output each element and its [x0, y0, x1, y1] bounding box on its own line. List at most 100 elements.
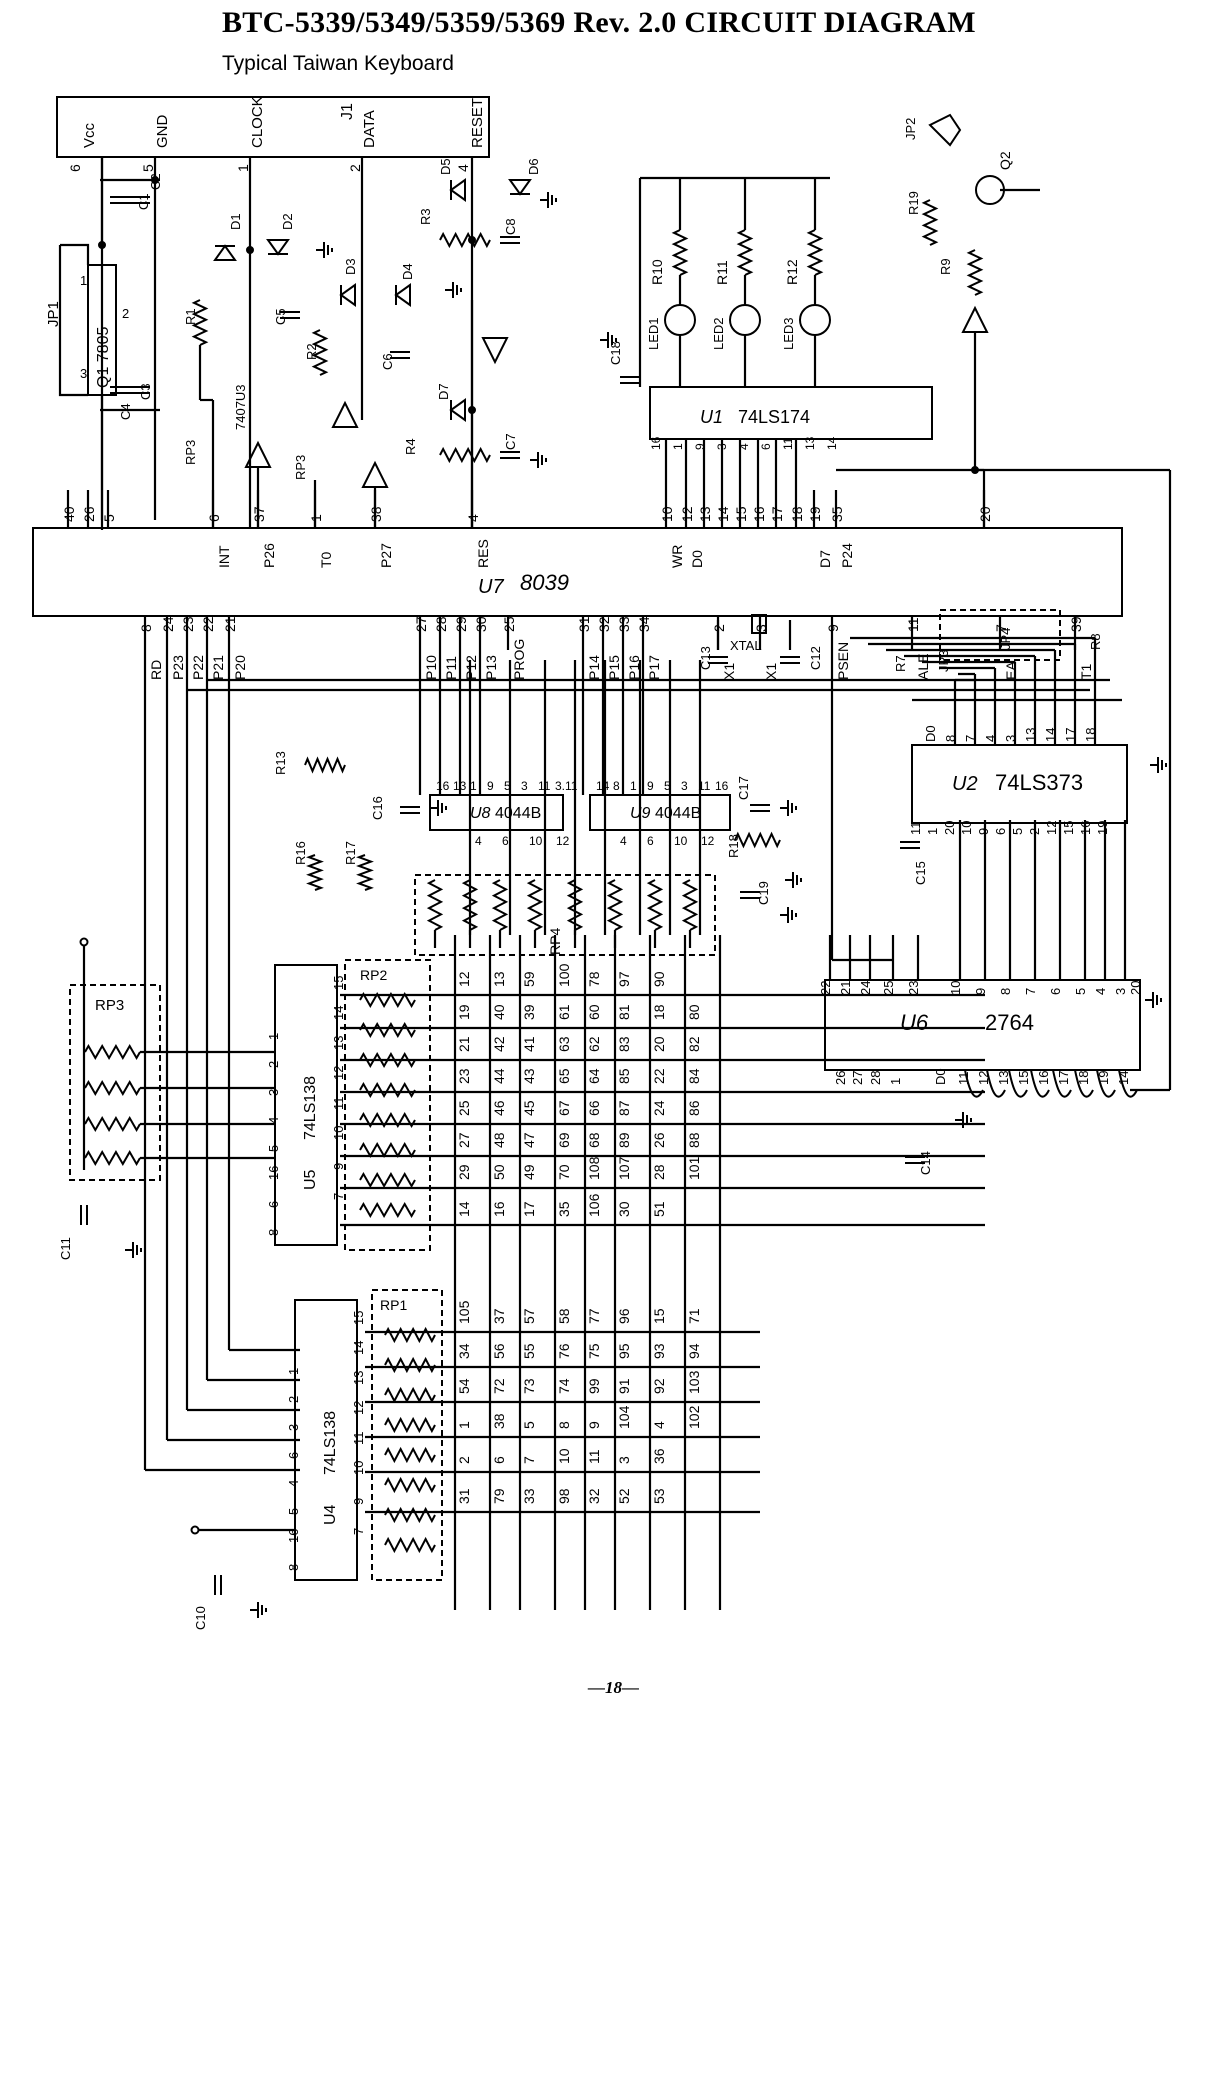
ic-u4-pin: 16	[286, 1529, 301, 1543]
data-bus-curve	[1074, 1069, 1094, 1098]
key-matrix-cell: 32	[586, 1488, 602, 1504]
ic-u1-pin: 1	[671, 443, 685, 450]
key-matrix-cell: 35	[556, 1201, 572, 1217]
ic-u6-ref: U6	[900, 1010, 929, 1035]
key-matrix-cell: 78	[586, 971, 602, 987]
junction-dot	[468, 406, 476, 414]
resistor-rp2	[359, 1051, 416, 1069]
jumper-label: JP4	[998, 628, 1013, 650]
diode-label: D3	[343, 258, 358, 275]
capacitor-label: C11	[58, 1237, 73, 1260]
ic-u5-pin: 15	[331, 976, 346, 990]
key-matrix-cell: 26	[651, 1132, 667, 1148]
mcu-bottom-pin-number: 31	[576, 616, 592, 632]
ic-u2-pin: 18	[1083, 728, 1098, 742]
mcu-bottom-pin-number: 22	[200, 616, 216, 632]
connector-pin-name: RESET	[469, 98, 486, 148]
ic-u4-ref: U4	[322, 1504, 339, 1525]
resistor-r13	[304, 756, 346, 774]
ic-u9-pin: 14	[596, 779, 610, 793]
key-matrix-cell: 55	[521, 1343, 537, 1359]
ic-u8-ref: U8	[470, 805, 491, 822]
data-bus-curve	[1030, 1069, 1050, 1098]
ic-u2-pin: 4	[983, 735, 998, 742]
key-matrix-cell: 23	[456, 1068, 472, 1084]
ic-u9-pin: 4	[620, 834, 627, 848]
key-matrix-cell: 92	[651, 1378, 667, 1394]
ic-u2-pin: D0	[923, 725, 938, 742]
diode-label: D7	[436, 383, 451, 400]
ic-u1-pin: 16	[649, 436, 663, 450]
key-matrix-cell: 28	[651, 1164, 667, 1180]
resistor-rp4	[461, 879, 479, 931]
key-matrix-cell: 16	[491, 1201, 507, 1217]
ic-u6-pin: 15	[1016, 1071, 1031, 1085]
ic-u5-pin: 10	[331, 1126, 346, 1140]
mcu-bottom-pin-name: PROG	[511, 639, 527, 680]
resistor-label: R11	[714, 260, 730, 285]
buffer-ic-label: 7407U3	[233, 384, 248, 430]
ic-u8-pin: 16	[436, 779, 450, 793]
junction-dot	[151, 176, 159, 184]
resistor-rp1	[384, 1356, 436, 1374]
key-matrix-cell: 21	[456, 1036, 472, 1052]
key-matrix-cell: 27	[456, 1132, 472, 1148]
ic-u5-pin: 8	[266, 1229, 281, 1236]
key-matrix-cell: 6	[491, 1456, 507, 1464]
resistor-rp3	[84, 1115, 141, 1133]
mcu-top-pin-number: 17	[769, 506, 785, 522]
ic-u8-pin: 6	[502, 834, 509, 848]
key-matrix-cell: 50	[491, 1164, 507, 1180]
ic-u1-pin: 14	[825, 436, 839, 450]
mcu-top-pin-number: 4	[465, 514, 481, 522]
key-matrix-cell: 13	[491, 971, 507, 987]
ic-u8-part: 4044B	[495, 805, 541, 822]
diode-d2	[266, 239, 290, 256]
resistor-rp4	[566, 879, 584, 931]
wire	[58, 245, 88, 397]
resistor-r3	[439, 231, 491, 249]
resistor-rp3	[84, 1043, 141, 1061]
key-matrix-cell: 74	[556, 1378, 572, 1394]
resistor-label: R12	[784, 259, 800, 285]
mcu-bottom-pin-number: 21	[222, 616, 238, 632]
key-matrix-cell: 77	[586, 1308, 602, 1324]
connector-pin-number: 1	[235, 164, 251, 172]
capacitor-label: C7	[503, 433, 518, 450]
ic-u9	[589, 794, 731, 831]
resistor-label: R18	[726, 834, 741, 858]
mcu-top-pin-number: 35	[829, 506, 845, 522]
buffer-gate	[331, 400, 359, 428]
data-bus-curve	[1052, 1069, 1072, 1098]
jumper-label: JP3	[936, 650, 951, 672]
key-matrix-cell: 36	[651, 1448, 667, 1464]
ic-u2-pin: 7	[963, 735, 978, 742]
ic-u5	[274, 964, 338, 1246]
mcu-top-pin-number: 38	[368, 506, 384, 522]
ic-u9-pin: 12	[701, 834, 715, 848]
resistor-label: R16	[293, 841, 308, 865]
components	[32, 96, 1167, 1618]
resistor-led	[736, 229, 754, 276]
key-matrix-cell: 83	[616, 1036, 632, 1052]
ic-u6-pin: 8	[998, 988, 1013, 995]
key-matrix-cell: 20	[651, 1036, 667, 1052]
buffer-gate	[481, 337, 509, 365]
ic-u4-pin: 12	[351, 1401, 366, 1415]
key-matrix-cell: 22	[651, 1068, 667, 1084]
ic-u6-pin: 24	[858, 981, 873, 995]
key-matrix-cell: 96	[616, 1308, 632, 1324]
mcu-bottom-pin-name: T1	[1078, 663, 1094, 680]
key-matrix-cell: 75	[586, 1343, 602, 1359]
resistor-r19	[921, 199, 939, 246]
mcu-bottom-pin-name: P20	[232, 655, 248, 680]
resistor-label: R17	[343, 841, 358, 865]
mcu-bottom-pin-number: 23	[180, 616, 196, 632]
resistor-rp4	[491, 879, 509, 931]
key-matrix-cell: 17	[521, 1201, 537, 1217]
mcu-top-pin-number: 10	[659, 506, 675, 522]
key-matrix-cell: 30	[616, 1201, 632, 1217]
key-matrix-cell: 29	[456, 1164, 472, 1180]
mcu-top-pin-number: 12	[679, 506, 695, 522]
